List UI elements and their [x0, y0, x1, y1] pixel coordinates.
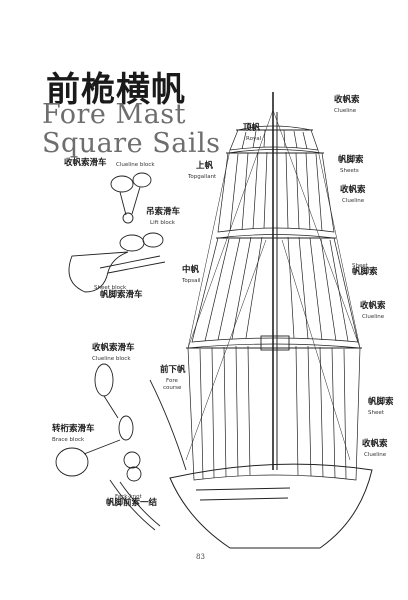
clueline3-label-en: Clueline — [362, 314, 385, 320]
clueline3-label-cn: 收帆索 — [360, 301, 386, 311]
brace-block-label-en: Brace block — [52, 437, 85, 443]
clueline-block-label-en: Clueline block — [116, 162, 155, 168]
topsail-sail — [191, 234, 359, 343]
sheet-block-label-cn: 帆脚索滑车 — [100, 290, 143, 300]
sheet-block-label-en: Sheet block — [94, 285, 127, 291]
sheet-mid-label-cn: 帆脚索 — [352, 267, 378, 277]
brace-block-detail — [55, 363, 187, 531]
course-label-cn: 前下帆 — [160, 365, 186, 375]
clueline-top-label-en: Clueline — [334, 108, 357, 114]
lift-block-label-en: Lift block — [150, 220, 175, 226]
sheet-low-label-cn: 帆脚索 — [368, 397, 394, 407]
feck-knot-label-en: Feck-knot — [115, 494, 142, 500]
brace-block-label-cn: 转桁索滑车 — [52, 424, 95, 434]
sheet-low-label-en: Sheet — [368, 410, 384, 416]
page-number: 83 — [196, 553, 205, 561]
title-chinese: 前桅横帆 — [46, 70, 186, 110]
sheets-label-cn: 帆脚索 — [338, 155, 364, 165]
course-label-en2: course — [163, 385, 182, 391]
sheets-label-en: Sheets — [340, 168, 359, 174]
topgallant-sail — [217, 149, 335, 233]
royal-label-cn: 顶帆 — [243, 123, 261, 133]
topsail-label-en: Topsail — [182, 278, 201, 284]
clueline-block-label-cn: 收帆索滑车 — [64, 158, 107, 168]
rigging-lines — [185, 109, 361, 461]
fore-mast — [260, 92, 290, 470]
yards — [186, 129, 362, 349]
clueline-block2-label-cn: 收帆索滑车 — [92, 343, 135, 353]
clueline4-label-en: Clueline — [364, 452, 387, 458]
clueline-block2-label-en: Clueline block — [92, 356, 131, 362]
clueline2-label-cn: 收帆索 — [340, 185, 366, 195]
royal-label-en: Royal — [246, 136, 262, 142]
topgallant-label-en: Topgallant — [188, 174, 217, 180]
royal-sail — [229, 125, 319, 151]
course-label-en1: Fore — [166, 378, 178, 384]
ship-hull — [169, 463, 373, 549]
topgallant-label-cn: 上帆 — [196, 161, 214, 171]
lift-block-label-cn: 吊索滑车 — [146, 207, 181, 217]
topsail-label-cn: 中帆 — [182, 265, 200, 275]
title-english-line2: Square Sails — [42, 128, 221, 159]
title-english: Fore Mast Square Sails — [42, 100, 220, 158]
clueline-top-label-cn: 收帆索 — [334, 95, 360, 105]
title-english-line1: Fore Mast — [42, 99, 186, 130]
clueline4-label-cn: 收帆索 — [362, 439, 388, 449]
fore-course-sail — [187, 343, 361, 481]
clueline-block-detail — [68, 172, 166, 293]
feck-knot-label-cn: 帆脚前索一结 — [106, 498, 158, 508]
clueline2-label-en: Clueline — [342, 198, 365, 204]
sheet-mid-label-en: Sheet — [352, 263, 368, 269]
